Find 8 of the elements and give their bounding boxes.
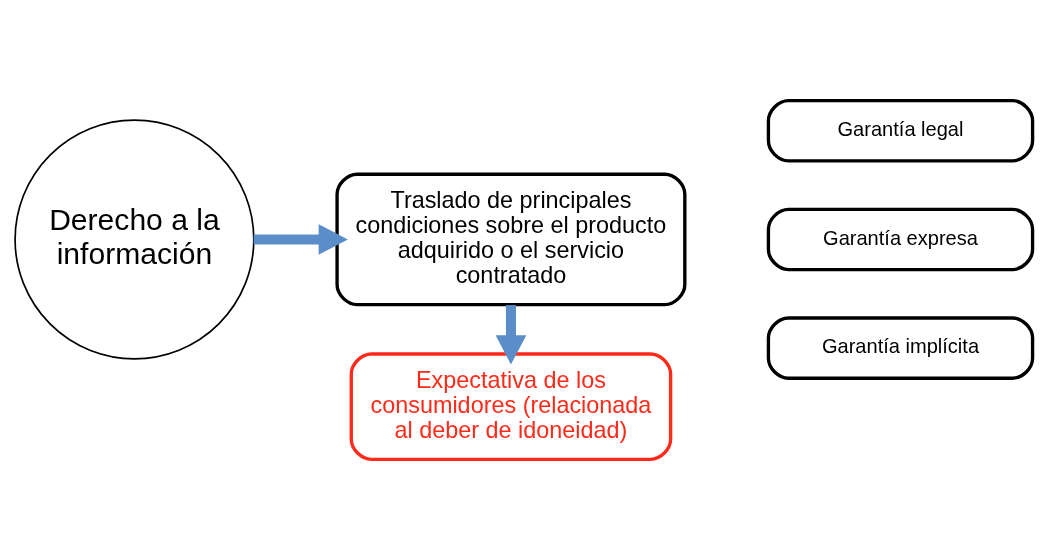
node-box: Garantía expresa: [766, 207, 1035, 272]
node-circle: Derecho a la información: [14, 119, 255, 360]
node-box: Garantía implícita: [766, 316, 1035, 380]
node-box: Expectativa de los consumidores (relacionada al deber de idoneidad): [349, 352, 673, 461]
node-box: Traslado de principales condiciones sobre el producto adquirido o el servicio contratado: [335, 172, 687, 307]
node-box: Garantía legal: [766, 99, 1035, 163]
arrow: [495, 305, 527, 365]
arrow: [253, 224, 348, 255]
